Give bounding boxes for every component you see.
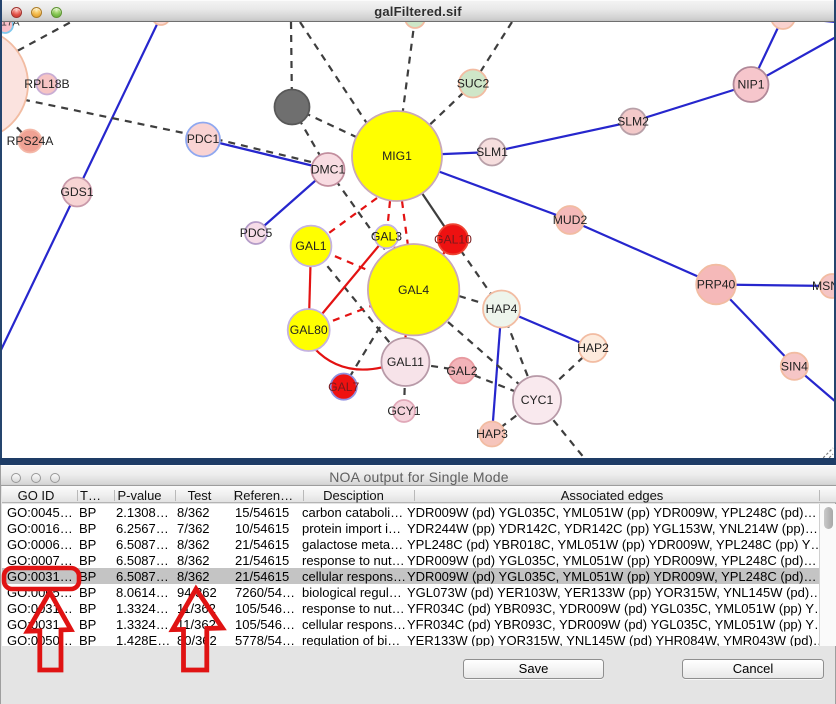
svg-text:PDC5: PDC5: [240, 226, 273, 240]
svg-text:GAL1: GAL1: [295, 239, 326, 253]
svg-text:SUC2: SUC2: [457, 77, 490, 91]
svg-text:NIP1: NIP1: [737, 78, 764, 92]
svg-text:PDC1: PDC1: [187, 132, 220, 146]
svg-text:GAL4: GAL4: [398, 283, 429, 297]
svg-text:GAL2: GAL2: [446, 364, 477, 378]
svg-text:MIG1: MIG1: [382, 149, 412, 163]
svg-text:MUD2: MUD2: [553, 213, 588, 227]
svg-text:RPS24A: RPS24A: [7, 134, 55, 148]
svg-text:GDS1: GDS1: [60, 185, 93, 199]
svg-text:GAL10: GAL10: [434, 233, 472, 247]
svg-text:RPL18B: RPL18B: [24, 77, 69, 91]
svg-text:GCY1: GCY1: [387, 404, 420, 418]
svg-text:MSN: MSN: [812, 279, 836, 293]
svg-text:DMC1: DMC1: [311, 163, 346, 177]
svg-text:GAL11: GAL11: [387, 355, 424, 369]
svg-text:SLM2: SLM2: [617, 115, 649, 129]
svg-text:HAP3: HAP3: [476, 427, 508, 441]
svg-text:SIN4: SIN4: [781, 360, 808, 374]
svg-text:HAP2: HAP2: [577, 341, 609, 355]
svg-text:HAP4: HAP4: [486, 302, 518, 316]
svg-text:SLM1: SLM1: [476, 145, 508, 159]
svg-text:PRP40: PRP40: [697, 278, 736, 292]
svg-text:CYC1: CYC1: [521, 393, 554, 407]
svg-text:GAL3: GAL3: [371, 230, 402, 244]
svg-text:GAL7: GAL7: [328, 380, 359, 394]
svg-text:GAL80: GAL80: [290, 323, 328, 337]
